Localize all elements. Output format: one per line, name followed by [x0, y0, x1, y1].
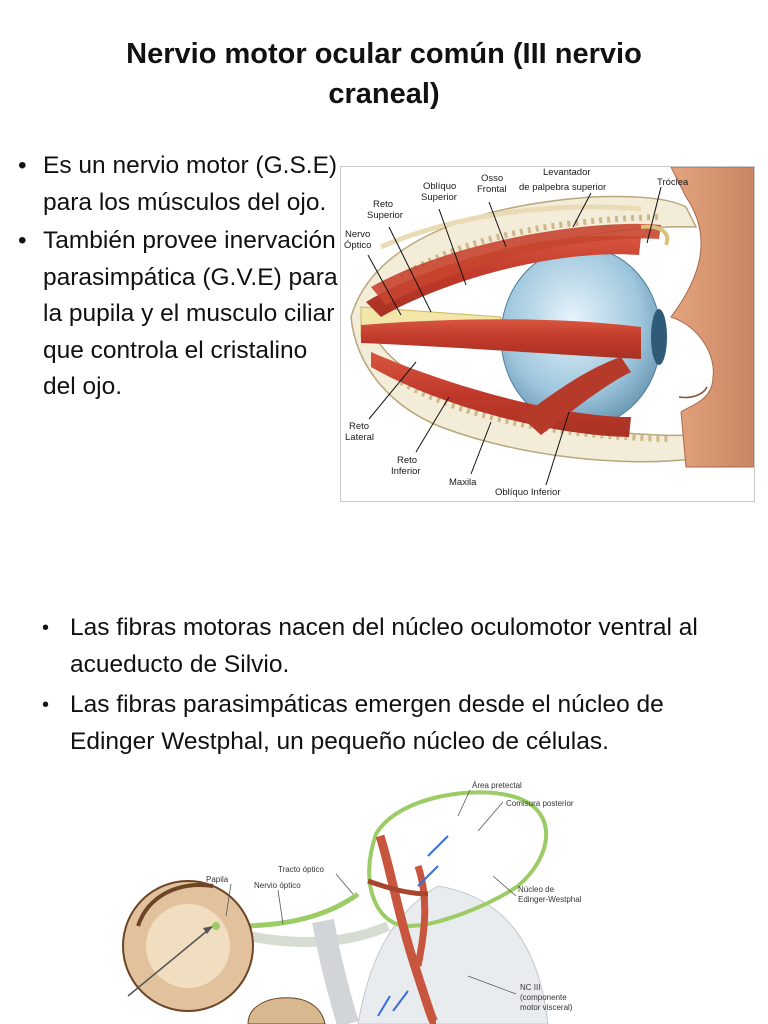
label-reto-lateral-1: Reto	[349, 421, 369, 432]
bullet-list-top: Es un nervio motor (G.S.E) para los músc…	[18, 148, 338, 408]
bullet-item: También provee inervación parasimpática …	[18, 223, 338, 406]
label-obliquo-superior-1: Oblíquo	[423, 181, 456, 192]
label-tracto-optico: Tracto óptico	[278, 865, 324, 874]
label-nucleo-ew-2: Edinger-Westphal	[518, 895, 582, 904]
label-nc3-3: motor visceral)	[520, 1003, 573, 1012]
label-nucleo-ew-1: Núcleo de	[518, 885, 555, 894]
label-reto-lateral-2: Lateral	[345, 432, 374, 443]
label-reto-inferior-2: Inferior	[391, 466, 421, 477]
label-reto-superior-1: Reto	[373, 199, 393, 210]
slide-title: Nervio motor ocular común (III nervio cr…	[40, 34, 728, 114]
bullet-item: Las fibras parasimpáticas emergen desde …	[42, 687, 732, 760]
bullet-item: Es un nervio motor (G.S.E) para los músc…	[18, 148, 338, 221]
label-osso-frontal-2: Frontal	[477, 184, 507, 195]
label-levantador-2: de palpebra superior	[519, 182, 606, 193]
label-obliquo-superior-2: Superior	[421, 192, 457, 203]
label-obliquo-inferior: Oblíquo Inferior	[495, 487, 560, 498]
slide-title-line-2: craneal)	[328, 78, 440, 110]
label-nervo-optico-2: Óptico	[344, 240, 371, 251]
bullet-item: Las fibras motoras nacen del núcleo ocul…	[42, 610, 732, 683]
eye-muscles-figure: Reto Superior Oblíquo Superior Osso Fron…	[340, 166, 755, 502]
label-troclea: Tróclea	[657, 177, 689, 188]
label-osso-frontal-1: Osso	[481, 173, 503, 184]
label-levantador-1: Levantador	[543, 167, 591, 178]
label-reto-inferior-1: Reto	[397, 455, 417, 466]
label-nc3-1: NC III	[520, 983, 540, 992]
label-reto-superior-2: Superior	[367, 210, 403, 221]
oculomotor-pathway-illustration: Área pretectal Comisura posterior Tracto…	[122, 781, 582, 1024]
label-nc3-2: (componente	[520, 993, 567, 1002]
label-maxila: Maxila	[449, 477, 477, 488]
eye-muscles-illustration: Reto Superior Oblíquo Superior Osso Fron…	[344, 167, 754, 498]
label-papila: Papila	[206, 875, 229, 884]
slide-title-line-1: Nervio motor ocular común (III nervio	[126, 38, 642, 70]
label-area-pretectal: Área pretectal	[472, 781, 522, 790]
label-nervo-optico-1: Nervo	[345, 229, 370, 240]
bullet-list-bottom: Las fibras motoras nacen del núcleo ocul…	[42, 610, 732, 764]
label-nervio-optico: Nervio óptico	[254, 881, 301, 890]
oculomotor-pathway-figure: Área pretectal Comisura posterior Tracto…	[118, 776, 638, 1024]
label-comisura-posterior: Comisura posterior	[506, 799, 574, 808]
